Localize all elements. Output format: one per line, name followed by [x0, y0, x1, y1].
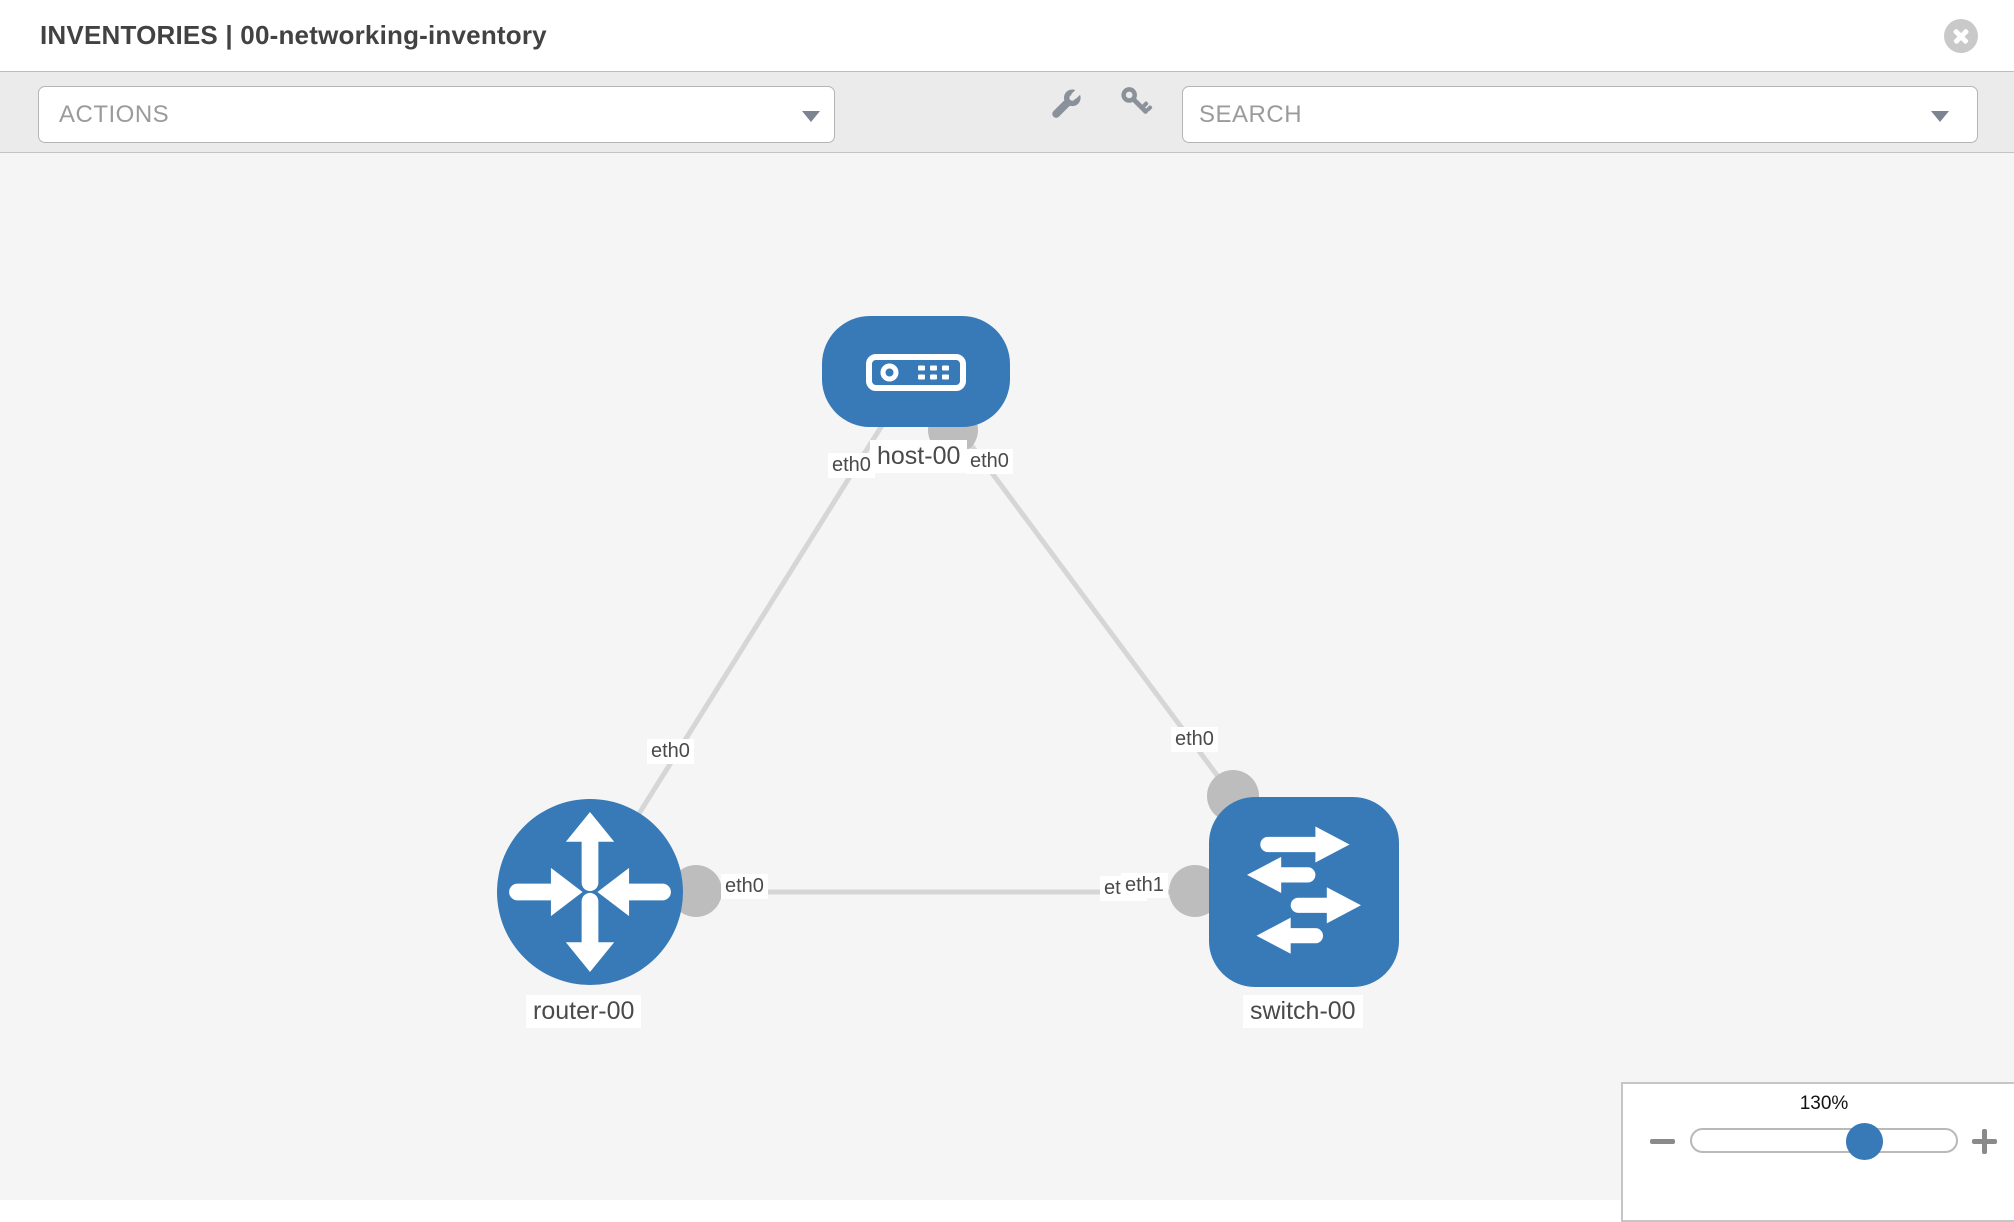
zoom-level-value: 130% [1799, 1093, 1849, 1114]
interface-dot[interactable] [670, 865, 722, 917]
node-router-00[interactable] [497, 799, 683, 985]
plus-icon [1982, 1129, 1987, 1154]
header: INVENTORIES | 00-networking-inventory [0, 0, 2014, 71]
zoom-slider-handle[interactable] [1846, 1123, 1883, 1160]
zoom-out-button[interactable] [1650, 1139, 1675, 1144]
page-title: INVENTORIES | 00-networking-inventory [40, 20, 547, 50]
node-label-router: router-00 [526, 995, 642, 1028]
chevron-down-icon [1931, 111, 1949, 122]
topology-links-layer [587, 369, 1307, 917]
interface-label-router-to-host: eth0 [647, 739, 694, 764]
interface-label-switch-to-host: eth0 [1171, 727, 1218, 752]
close-button[interactable] [1944, 19, 1978, 53]
toolbar: ACTIONS [0, 71, 2014, 153]
zoom-in-button[interactable] [1972, 1129, 1997, 1154]
zoom-control-panel: 130% [1621, 1082, 2014, 1222]
router-icon [509, 812, 671, 972]
switch-icon [1247, 826, 1361, 954]
interface-dot[interactable] [1169, 865, 1221, 917]
interface-label-router-to-switch: eth0 [721, 874, 768, 899]
search-input[interactable] [1197, 87, 1901, 142]
node-label-switch: switch-00 [1243, 995, 1363, 1028]
key-icon[interactable] [1115, 83, 1155, 123]
node-host-00[interactable] [822, 316, 1010, 427]
search-dropdown[interactable] [1182, 86, 1978, 143]
node-label-host: host-00 [870, 440, 968, 473]
zoom-slider-track[interactable] [1690, 1128, 1958, 1153]
wrench-icon[interactable] [1046, 83, 1086, 123]
interface-label-switch-to-router: eth1 [1121, 873, 1168, 898]
interface-label-host-to-router: eth0 [828, 453, 875, 478]
actions-dropdown-label: ACTIONS [59, 101, 170, 128]
host-icon [866, 354, 966, 391]
actions-dropdown[interactable]: ACTIONS [38, 86, 835, 143]
node-switch-00[interactable] [1209, 797, 1399, 987]
chevron-down-icon [802, 111, 820, 122]
interface-label-host-to-switch: eth0 [966, 449, 1013, 474]
topology-canvas[interactable]: host-00 router-00 switch-00 eth0 eth0 et… [0, 153, 2014, 1222]
